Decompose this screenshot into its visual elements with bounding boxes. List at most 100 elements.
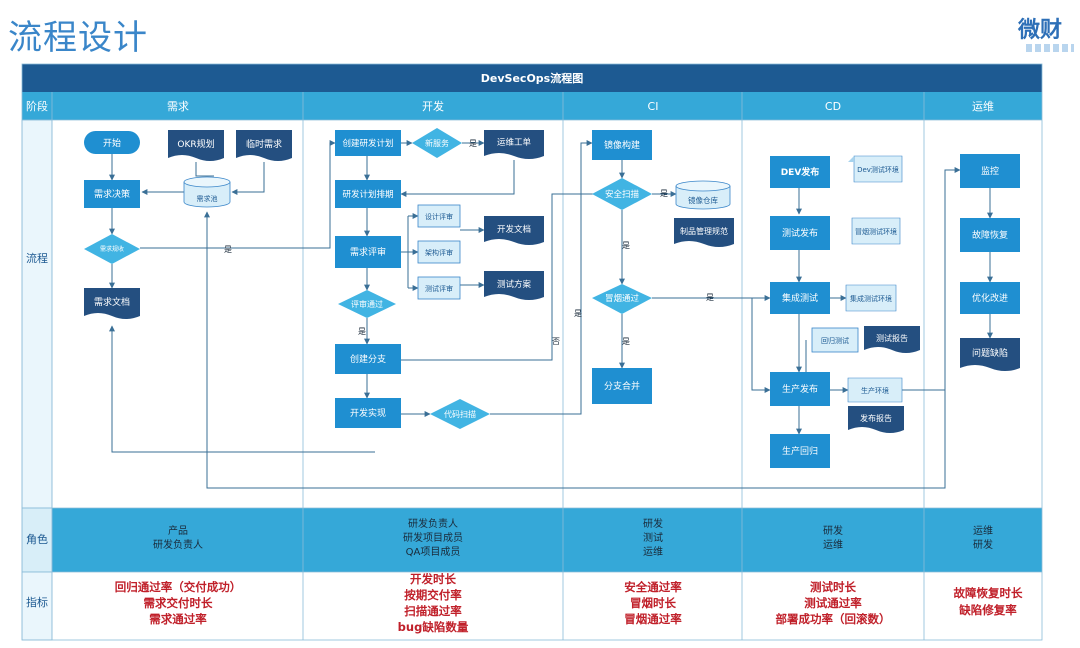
fault-recovery-label: 故障恢复 <box>972 229 1008 241</box>
edge-label-yes-security: 是 <box>660 189 668 198</box>
test-review-box <box>417 276 461 300</box>
lane-header-requirements: 需求 <box>167 100 189 113</box>
defect-label: 问题缺陷 <box>972 347 1008 359</box>
design-review-label: 设计评审 <box>425 212 453 221</box>
dev-release-box <box>770 156 830 188</box>
review-pass-diamond <box>338 290 396 318</box>
dev-release-label: DEV发布 <box>781 166 820 178</box>
role-development-1: 研发负责人 <box>408 517 458 530</box>
edge-label-yes-smoke: 是 <box>706 293 714 302</box>
metric-ops-1: 故障恢复时长 <box>954 586 1023 600</box>
lane-header-ops: 运维 <box>972 100 994 113</box>
edge-label-yes-review: 是 <box>358 327 366 336</box>
metric-cd-1: 测试时长 <box>810 580 856 594</box>
dev-env-label: Dev测试环境 <box>857 165 899 174</box>
metric-ci-1: 安全通过率 <box>624 580 682 594</box>
dev-plan-create-label: 创建研发计划 <box>342 138 393 149</box>
row-label-metrics-cell <box>21 571 53 641</box>
req-pool-db <box>183 176 231 208</box>
ops-ticket-label: 运维工单 <box>497 137 532 148</box>
edge-label-yes-req: 是 <box>224 245 232 254</box>
branch-merge-label: 分支合并 <box>604 380 640 392</box>
grid-lines <box>21 63 1043 641</box>
edge-labels: 是 是 是 否 是 是 是 是 是 <box>224 139 714 346</box>
role-requirements-1: 产品 <box>168 524 188 537</box>
role-ci-3: 运维 <box>643 545 663 558</box>
row-label-metrics: 指标 <box>26 595 48 609</box>
edge-label-no-branch: 否 <box>552 337 560 346</box>
edge-label-yes-security-down: 是 <box>622 241 630 250</box>
req-decision-label: 需求决策 <box>94 188 130 200</box>
code-scan-label: 代码扫描 <box>444 409 476 419</box>
artifact-spec-doc <box>674 218 734 247</box>
metric-cd-3: 部署成功率（回滚数） <box>776 612 891 626</box>
prod-env-label: 生产环境 <box>861 386 889 395</box>
test-plan-label: 测试方案 <box>497 279 532 290</box>
metrics-row <box>22 572 1042 640</box>
brand-logo-subline <box>1026 44 1074 52</box>
row-label-role-text: 角色 <box>26 532 48 546</box>
row-label-stage: 阶段 <box>26 99 48 113</box>
test-report-doc <box>864 326 920 353</box>
metric-requirements-2: 需求交付时长 <box>144 596 213 610</box>
edge-label-yes-smoke-down: 是 <box>622 337 630 346</box>
test-release-box <box>770 216 830 250</box>
dev-doc <box>484 216 544 245</box>
defect-doc <box>960 338 1020 371</box>
role-requirements-2: 研发负责人 <box>153 538 203 551</box>
temp-req-doc <box>236 130 292 161</box>
brand-logo: 微财 <box>1018 18 1063 43</box>
integration-env-card <box>845 284 897 312</box>
integration-test-label: 集成测试 <box>782 292 818 304</box>
metric-cells: 回归通过率（交付成功） 需求交付时长 需求通过率 开发时长 按期交付率 扫描通过… <box>115 572 1023 634</box>
new-service-diamond <box>412 128 462 158</box>
dev-impl-label: 开发实现 <box>350 407 386 419</box>
dev-doc-label: 开发文档 <box>497 224 531 235</box>
image-repo-db <box>675 180 731 210</box>
smoke-env-card <box>851 217 901 245</box>
diagram-title-bar <box>22 64 1042 92</box>
image-build-box <box>592 130 652 160</box>
optimize-label: 优化改进 <box>972 292 1008 304</box>
role-ops-2: 研发 <box>973 538 993 551</box>
metric-requirements-3: 需求通过率 <box>149 612 207 626</box>
connectors <box>109 140 993 489</box>
dev-plan-schedule-label: 研发计划排期 <box>342 189 393 200</box>
role-ops-1: 运维 <box>973 524 993 537</box>
metric-development-2: 按期交付率 <box>404 588 462 602</box>
design-review-box <box>417 204 461 228</box>
security-scan-label: 安全扫描 <box>605 189 640 200</box>
edge-label-yes-new-service: 是 <box>469 139 477 148</box>
optimize-box <box>960 282 1020 314</box>
temp-req-label: 临时需求 <box>246 138 282 150</box>
metric-development-1: 开发时长 <box>410 572 456 586</box>
metric-ci-3: 冒烟通过率 <box>624 612 682 626</box>
new-service-label: 新服务 <box>425 138 449 148</box>
integration-env-label: 集成测试环境 <box>850 294 892 303</box>
okr-label: OKR规划 <box>177 138 214 150</box>
role-development-3: QA项目成员 <box>406 546 461 558</box>
role-cells: 产品 研发负责人 研发负责人 研发项目成员 QA项目成员 研发 测试 运维 研发… <box>153 517 993 558</box>
review-pass-label: 评审通过 <box>351 299 383 309</box>
start-label: 开始 <box>103 137 121 149</box>
arch-review-box <box>417 240 461 264</box>
role-row <box>22 508 1042 572</box>
req-pool-label: 需求池 <box>197 194 218 203</box>
artifact-spec-label: 制品管理规范 <box>680 226 728 236</box>
req-review-label: 需求评审 <box>350 246 386 258</box>
role-development-2: 研发项目成员 <box>403 531 463 544</box>
image-repo-label: 镜像仓库 <box>688 195 718 205</box>
test-review-label: 测试评审 <box>425 284 453 293</box>
regression-test-box <box>811 327 859 353</box>
dev-plan-create-box <box>335 130 401 156</box>
smoke-pass-diamond <box>592 284 652 314</box>
monitor-label: 监控 <box>981 165 999 177</box>
req-doc-label: 需求文档 <box>94 296 130 308</box>
edge-label-yes-code-scan: 是 <box>574 309 582 318</box>
req-doc <box>84 288 140 319</box>
image-build-label: 镜像构建 <box>604 139 640 151</box>
lane-header-ci: CI <box>648 100 659 113</box>
diagram-title: DevSecOps流程图 <box>481 71 583 85</box>
create-branch-box <box>335 344 401 374</box>
